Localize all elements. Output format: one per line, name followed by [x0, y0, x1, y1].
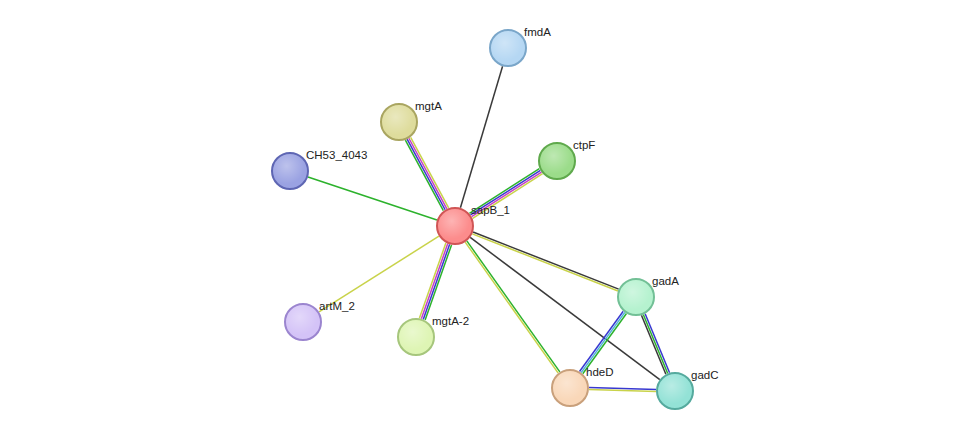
protein-node: gadA	[617, 278, 655, 316]
evidence-line	[405, 140, 443, 211]
evidence-line	[472, 172, 542, 217]
protein-node: mgtA	[380, 103, 418, 141]
evidence-line	[641, 315, 665, 374]
interaction-edge	[589, 388, 656, 392]
protein-node: hdeD	[551, 369, 589, 407]
evidence-line	[580, 311, 624, 371]
node-label: gadA	[652, 275, 679, 288]
node-label: mgtA	[415, 100, 442, 113]
evidence-line	[421, 244, 447, 319]
protein-node: sapB_1	[436, 207, 474, 245]
evidence-line	[411, 137, 449, 208]
interaction-edge	[472, 232, 618, 291]
evidence-line	[419, 243, 445, 318]
evidence-line	[407, 139, 445, 210]
protein-node: mgtA-2	[397, 318, 435, 356]
protein-node: ctpF	[538, 142, 576, 180]
node-label: CH53_4043	[306, 149, 367, 162]
evidence-line	[470, 237, 660, 379]
evidence-line	[645, 314, 669, 373]
evidence-line	[581, 312, 625, 372]
interaction-edge	[470, 237, 660, 379]
evidence-line	[473, 232, 619, 289]
interaction-edge	[460, 66, 502, 208]
node-label: fmdA	[524, 26, 551, 39]
node-label: ctpF	[573, 139, 595, 152]
evidence-line	[583, 314, 627, 374]
interaction-edge	[641, 314, 669, 374]
evidence-line	[409, 138, 447, 209]
interaction-edge	[580, 311, 627, 374]
protein-node: CH53_4043	[271, 152, 309, 190]
evidence-line	[589, 390, 656, 392]
evidence-line	[425, 245, 451, 320]
evidence-line	[423, 244, 449, 319]
protein-node: artM_2	[284, 303, 322, 341]
interaction-edge	[308, 177, 437, 220]
node-label: gadC	[691, 369, 719, 382]
evidence-line	[460, 66, 502, 208]
evidence-line	[308, 177, 437, 220]
protein-node: fmdA	[489, 29, 527, 67]
interaction-edge	[469, 169, 542, 219]
node-label: artM_2	[319, 300, 355, 313]
node-label: mgtA-2	[432, 315, 469, 328]
node-label: sapB_1	[471, 204, 510, 217]
node-label: hdeD	[586, 366, 614, 379]
interaction-edge	[419, 243, 451, 320]
evidence-line	[472, 234, 618, 291]
protein-node: gadC	[656, 372, 694, 410]
interaction-edge	[405, 137, 448, 210]
evidence-line	[643, 315, 667, 374]
